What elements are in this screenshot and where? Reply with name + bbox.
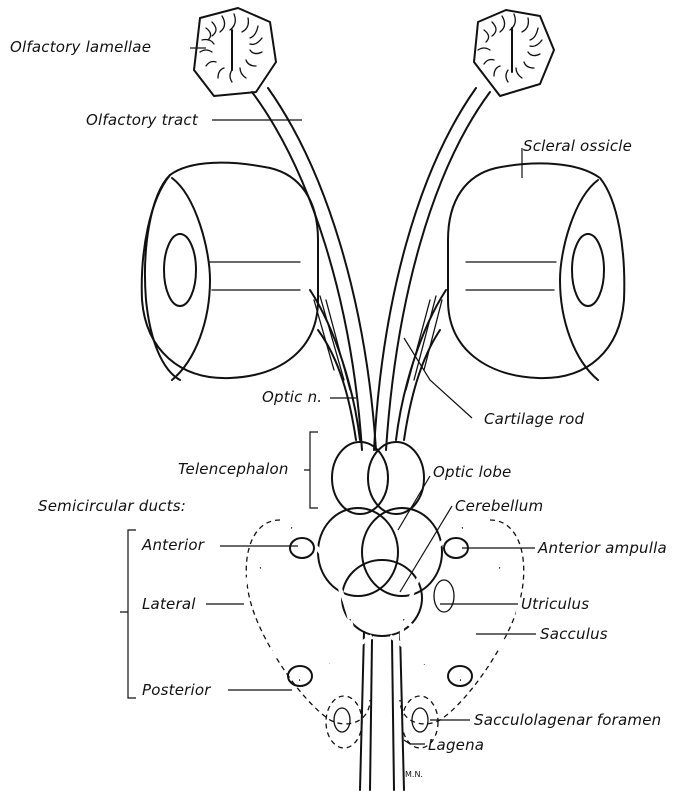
label-utriculus: Utriculus — [521, 596, 589, 612]
label-sacculolagenar-foramen: Sacculolagenar foramen — [474, 712, 661, 728]
label-scleral-ossicle: Scleral ossicle — [523, 138, 632, 154]
label-telencephalon: Telencephalon — [178, 461, 289, 477]
olfactory-lamella-right — [474, 10, 554, 96]
label-optic-lobe: Optic lobe — [433, 464, 512, 480]
eye-left — [142, 163, 318, 380]
label-optic-n: Optic n. — [262, 389, 322, 405]
label-semicircular-ducts: Semicircular ducts: — [38, 498, 186, 514]
label-olfactory-lamellae: Olfactory lamellae — [10, 39, 151, 55]
label-lagena: Lagena — [428, 737, 484, 753]
optic-nerves — [310, 290, 446, 440]
label-cerebellum: Cerebellum — [455, 498, 543, 514]
artist-signature: M.N. — [405, 770, 423, 779]
label-lateral: Lateral — [142, 596, 196, 612]
brain — [318, 442, 442, 790]
label-anterior-ampulla: Anterior ampulla — [538, 540, 667, 556]
label-sacculus: Sacculus — [540, 626, 608, 642]
inner-ear-left — [241, 520, 372, 748]
eye-right — [448, 163, 624, 380]
label-olfactory-tract: Olfactory tract — [86, 112, 198, 128]
olfactory-lamella-left — [194, 8, 276, 96]
label-posterior: Posterior — [142, 682, 211, 698]
label-cartilage-rod: Cartilage rod — [484, 411, 584, 427]
label-anterior: Anterior — [142, 537, 204, 553]
